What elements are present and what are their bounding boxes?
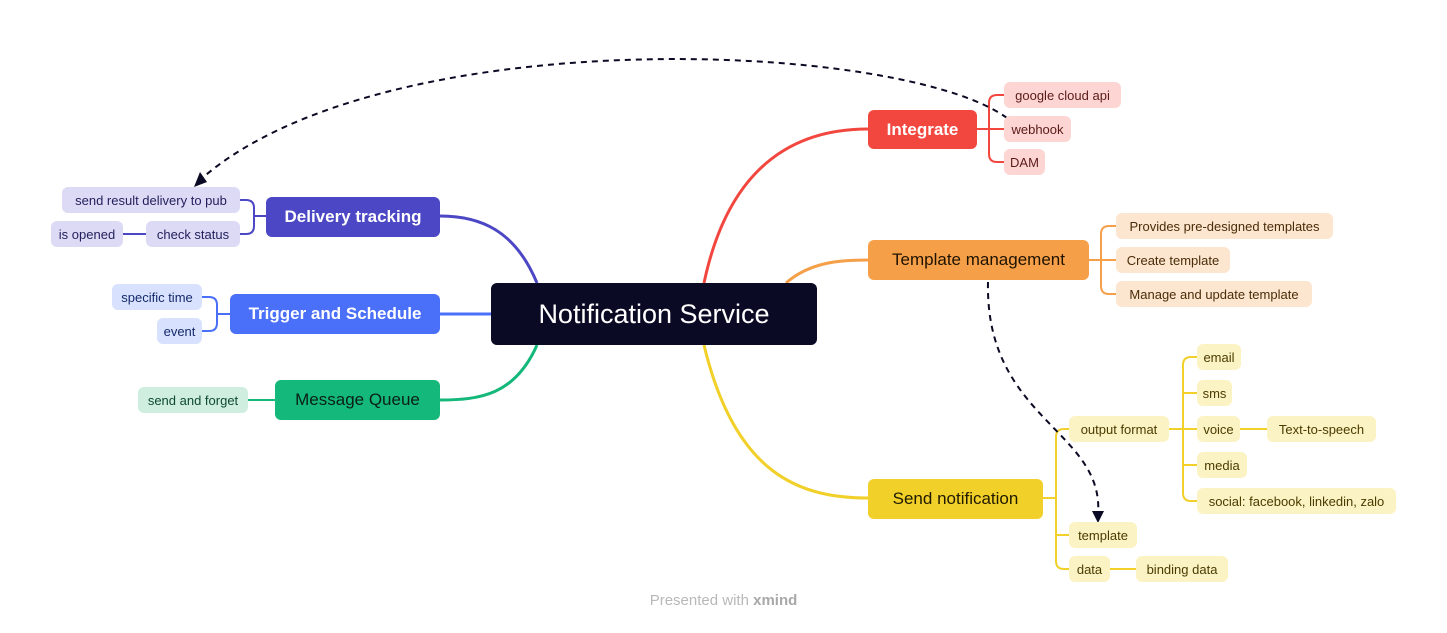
trigger-specific-time[interactable]: specific time — [112, 284, 202, 310]
queue-send-and-forget[interactable]: send and forget — [138, 387, 248, 413]
footer-presented-with: Presented with xmind — [0, 592, 1447, 609]
format-media[interactable]: media — [1197, 452, 1247, 478]
send-data[interactable]: data — [1069, 556, 1110, 582]
integrate-google-cloud-api[interactable]: google cloud api — [1004, 82, 1121, 108]
connector-integrate — [702, 127, 869, 284]
send-template[interactable]: template — [1069, 522, 1137, 548]
footer-prefix: Presented with — [649, 592, 749, 609]
delivery-check-status[interactable]: check status — [146, 221, 240, 247]
delivery-send-result[interactable]: send result delivery to pub — [62, 187, 240, 213]
trigger-child-connectors — [202, 296, 230, 332]
format-sms[interactable]: sms — [1197, 380, 1232, 406]
connector-send-notification — [702, 344, 869, 500]
arrowhead-template — [1092, 511, 1104, 523]
topic-delivery-tracking[interactable]: Delivery tracking — [266, 197, 440, 237]
template-child-connectors — [1089, 225, 1116, 295]
connector-delivery-tracking — [439, 214, 539, 284]
topic-send-notification[interactable]: Send notification — [868, 479, 1043, 519]
central-topic[interactable]: Notification Service — [491, 283, 817, 345]
template-create[interactable]: Create template — [1116, 247, 1230, 273]
integrate-dam[interactable]: DAM — [1004, 149, 1045, 175]
relationship-template-to-template — [986, 281, 1100, 516]
integrate-child-connectors — [977, 94, 1004, 163]
template-provides-predesigned[interactable]: Provides pre-designed templates — [1116, 213, 1333, 239]
send-child-connectors — [1043, 356, 1267, 570]
voice-text-to-speech[interactable]: Text-to-speech — [1267, 416, 1376, 442]
trigger-event[interactable]: event — [157, 318, 202, 344]
connector-message-queue — [439, 344, 539, 402]
topic-trigger-schedule[interactable]: Trigger and Schedule — [230, 294, 440, 334]
format-email[interactable]: email — [1197, 344, 1241, 370]
topic-template-management[interactable]: Template management — [868, 240, 1089, 280]
send-output-format[interactable]: output format — [1069, 416, 1169, 442]
arrowhead-delivery — [194, 172, 207, 187]
xmind-brand: xmind — [753, 592, 798, 609]
format-social[interactable]: social: facebook, linkedin, zalo — [1197, 488, 1396, 514]
delivery-child-connectors — [123, 199, 266, 235]
topic-message-queue[interactable]: Message Queue — [275, 380, 440, 420]
send-binding-data[interactable]: binding data — [1136, 556, 1228, 582]
template-manage-update[interactable]: Manage and update template — [1116, 281, 1312, 307]
integrate-webhook[interactable]: webhook — [1004, 116, 1071, 142]
topic-integrate[interactable]: Integrate — [868, 110, 977, 149]
connector-template-management — [785, 258, 869, 285]
format-voice[interactable]: voice — [1197, 416, 1240, 442]
delivery-is-opened[interactable]: is opened — [51, 221, 123, 247]
